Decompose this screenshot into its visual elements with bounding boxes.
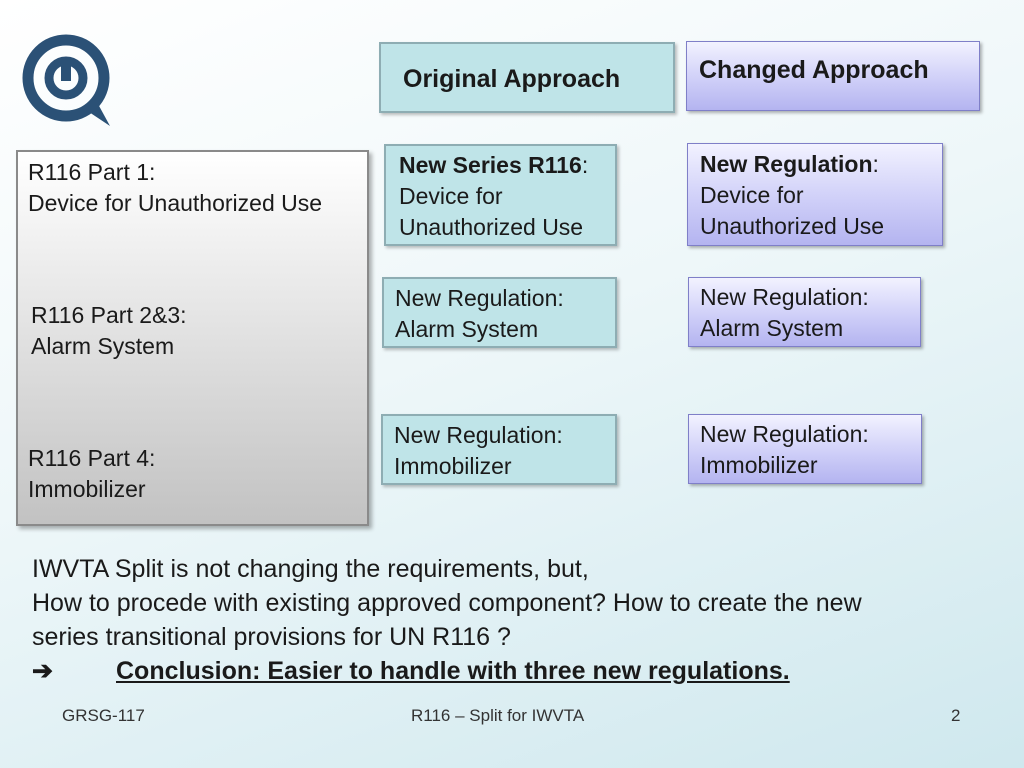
r116-parts-panel [16,150,369,526]
logo-icon [22,34,110,126]
original-approach-header: Original Approach [379,42,675,113]
original-box-alarm: New Regulation: Alarm System [382,277,617,348]
original-box-immobilizer-line1: New Regulation: [394,422,563,448]
original-box-alarm-line1: New Regulation: [395,285,564,311]
part1-block: R116 Part 1: Device for Unauthorized Use [28,157,322,219]
changed-box-alarm: New Regulation: Alarm System [688,277,921,347]
part1-title: R116 Part 1: [28,159,156,185]
conclusion-text: Conclusion: Easier to handle with three … [116,657,790,685]
body-line-2: How to procede with existing approved co… [32,589,862,617]
changed-box-device-line3: Unauthorized Use [700,213,885,239]
original-box-device-colon: : [581,152,589,178]
original-approach-label: Original Approach [403,65,621,93]
conclusion: ➔ Conclusion: Easier to handle with three… [32,654,790,688]
original-box-device-line3: Unauthorized Use [399,214,584,240]
changed-approach-header: Changed Approach [686,41,980,111]
footer-center: R116 – Split for IWVTA [411,706,585,725]
changed-box-immobilizer-line1: New Regulation: [700,421,869,447]
original-box-immobilizer: New Regulation: Immobilizer [381,414,617,485]
changed-box-device-colon: : [872,151,879,177]
changed-box-device: New Regulation: Device for Unauthorized … [687,143,943,246]
changed-box-device-line2: Device for [700,182,804,208]
changed-box-alarm-line2: Alarm System [700,315,844,341]
part23-block: R116 Part 2&3: Alarm System [31,300,187,362]
changed-box-device-title: New Regulation [700,151,873,177]
part1-description: Device for Unauthorized Use [28,190,323,216]
original-box-alarm-line2: Alarm System [395,316,539,342]
original-box-device-line2: Device for [399,183,503,209]
body-text: IWVTA Split is not changing the requirem… [32,552,1002,654]
body-line-3: series transitional provisions for UN R1… [32,623,511,651]
part4-description: Immobilizer [28,476,146,502]
original-box-device-title: New Series R116 [399,152,582,178]
changed-box-immobilizer-line2: Immobilizer [700,452,818,478]
part4-title: R116 Part 4: [28,445,156,471]
changed-box-alarm-line1: New Regulation: [700,284,869,310]
slide-number: 2 [951,706,961,725]
footer-left: GRSG-117 [62,706,145,725]
part4-block: R116 Part 4: Immobilizer [28,443,155,505]
body-line-1: IWVTA Split is not changing the requirem… [32,555,589,583]
original-box-device: New Series R116: Device for Unauthorized… [384,144,617,246]
original-box-immobilizer-line2: Immobilizer [394,453,512,479]
arrow-right-icon: ➔ [32,657,53,685]
part23-title: R116 Part 2&3: [31,302,187,328]
part23-description: Alarm System [31,333,175,359]
changed-box-immobilizer: New Regulation: Immobilizer [688,414,922,484]
changed-approach-label: Changed Approach [699,56,929,84]
